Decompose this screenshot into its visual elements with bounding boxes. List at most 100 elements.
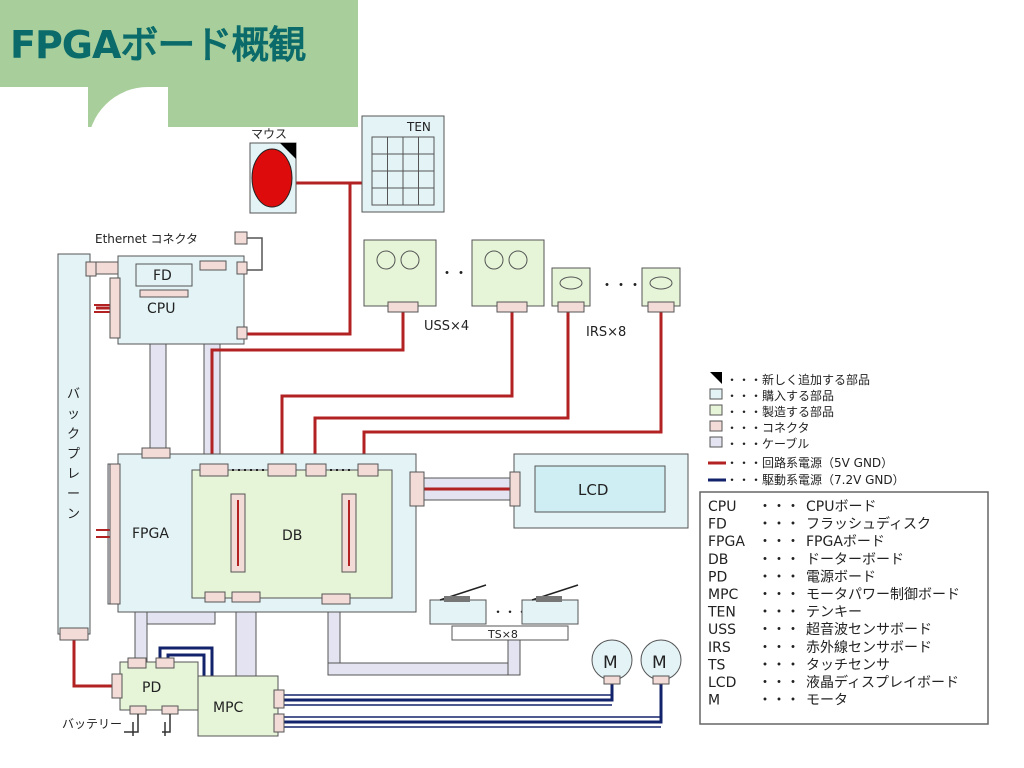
cpu-connector (236, 261, 248, 275)
backplane: バ ッ ク プ レ ー ン (57, 253, 97, 641)
lcd-connector (509, 471, 521, 507)
irs-group: ・・・ IRS×8 (551, 267, 681, 340)
glossary-sep: ・・・ (758, 640, 800, 656)
glossary-abbr: TEN (707, 605, 736, 621)
ethernet-group: Ethernet コネクタ (95, 231, 263, 271)
glossary-sep: ・・・ (758, 552, 800, 568)
mouse-label: マウス (251, 127, 287, 141)
ethernet-connector (234, 231, 248, 245)
legend-swatch-new (710, 372, 722, 384)
glossary-abbr: M (708, 693, 720, 709)
line-irs1 (313, 308, 570, 466)
glossary-desc: ドーターボード (806, 552, 904, 568)
fpga-connector (141, 447, 171, 459)
drive-power-ladder (282, 694, 661, 728)
cpu-connector (236, 326, 248, 340)
glossary-desc: 電源ボード (806, 569, 876, 585)
db-connector (199, 463, 229, 477)
glossary-desc: モータ (806, 693, 848, 709)
glossary-abbr: FD (708, 517, 727, 533)
line-mpc-motor1 (282, 682, 614, 702)
legend-text: ・・・新しく追加する部品 (726, 372, 870, 387)
db-connector (357, 463, 379, 477)
glossary-sep: ・・・ (758, 569, 800, 585)
mpc-connector (273, 713, 285, 733)
glossary-desc: FPGAボード (806, 534, 885, 550)
ethernet-label: Ethernet コネクタ (95, 232, 198, 246)
glossary-sep: ・・・ (758, 622, 800, 638)
glossary-abbr: DB (708, 552, 728, 568)
mpc-board: MPC (197, 675, 285, 737)
glossary-abbr: USS (708, 622, 736, 638)
cpu-board: FD CPU (95, 255, 248, 345)
cable-ts-h (327, 662, 521, 676)
glossary-abbr: CPU (708, 499, 736, 515)
line-irs2 (362, 308, 663, 466)
pd-label: PD (142, 680, 161, 696)
fd-label: FD (153, 268, 172, 284)
glossary-abbr: LCD (708, 675, 736, 691)
motor-connector (652, 675, 670, 685)
irs-connector (647, 301, 675, 313)
page-title: FPGAボード概観 (10, 23, 306, 67)
db-connector (305, 463, 327, 477)
line-pd-mpc (158, 646, 214, 676)
pd-connector (161, 705, 179, 715)
lcd-group: LCD (409, 453, 689, 529)
motor-group: M M (591, 639, 682, 685)
irs-connector (557, 301, 585, 313)
ts-sensor (429, 599, 487, 625)
glossary-abbr: FPGA (708, 534, 745, 550)
ts-dots: ・・・ (492, 605, 528, 619)
backplane-char: バ (67, 387, 80, 402)
pd-connector (155, 657, 175, 669)
glossary-desc: タッチセンサ (806, 657, 890, 673)
color-legend: ・・・新しく追加する部品 ・・・購入する部品 ・・・製造する部品 ・・・コネクタ… (708, 372, 905, 487)
uss-connector (496, 301, 528, 313)
legend-text: ・・・駆動系電源（7.2V GND） (726, 473, 905, 487)
glossary-box (699, 491, 989, 725)
uss-count-label: USS×4 (424, 319, 469, 334)
uss-group: ・・・ USS×4 (363, 239, 545, 334)
legend-text: ・・・ケーブル (726, 436, 809, 451)
motor-label: M (603, 653, 618, 673)
db-connector (267, 463, 297, 477)
legend-text: ・・・コネクタ (726, 421, 810, 435)
lcd-screen (534, 465, 666, 513)
glossary-desc: 赤外線センサボード (806, 640, 932, 656)
fpga-connector (109, 463, 121, 605)
legend-text: ・・・購入する部品 (726, 388, 834, 403)
ts-sensor (521, 599, 579, 625)
db-label: DB (282, 528, 302, 544)
legend-text: ・・・回路系電源（5V GND） (726, 455, 893, 470)
ts-count-label: TS×8 (487, 628, 518, 641)
glossary-sep: ・・・ (758, 675, 800, 691)
cable-fpga-pd-v (134, 611, 148, 665)
db-connector (204, 591, 226, 603)
cpu-connector (199, 260, 227, 271)
legend-swatch-cable (709, 436, 723, 448)
cpu-connector (95, 261, 119, 275)
logic-power-lines (72, 181, 663, 688)
motor-connector (603, 675, 621, 685)
glossary-sep: ・・・ (758, 517, 800, 533)
backplane-char: プ (67, 447, 80, 462)
glossary-sep: ・・・ (758, 534, 800, 550)
fpga-label: FPGA (132, 526, 169, 542)
glossary-abbr: PD (708, 569, 727, 585)
ts-bracket (451, 625, 569, 641)
backplane-char: ー (67, 487, 80, 502)
glossary-desc: CPUボード (806, 499, 876, 515)
db-connector (321, 593, 351, 605)
legend-text: ・・・製造する部品 (726, 404, 834, 419)
uss-board (471, 239, 545, 307)
power-board: PD バッテリー (62, 657, 199, 736)
pd-connector (129, 705, 147, 715)
legend-swatch-make (709, 404, 723, 416)
line-uss1 (210, 310, 405, 466)
ts-group: ・・・ TS×8 (429, 584, 579, 641)
glossary-desc: モータパワー制御ボード (806, 587, 960, 603)
motor-label: M (652, 653, 667, 673)
mpc-connector (273, 689, 285, 709)
